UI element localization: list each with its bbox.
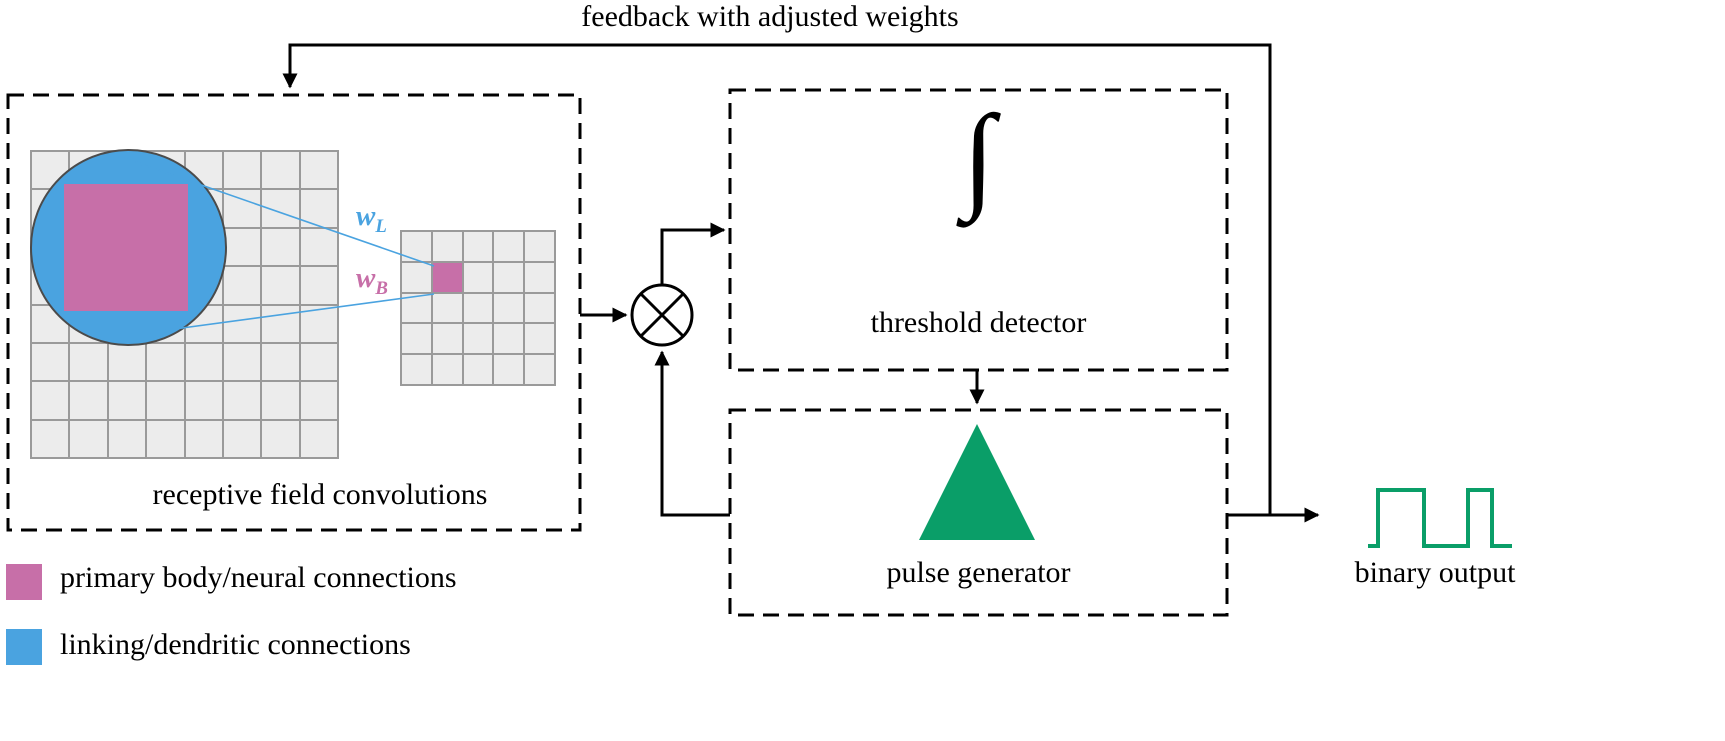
grid-cell xyxy=(70,420,107,457)
grid-cell xyxy=(262,190,299,227)
grid-cell xyxy=(262,228,299,266)
receptive-field-label: receptive field convolutions xyxy=(152,478,488,511)
grid-cell xyxy=(300,152,337,189)
grid-cell xyxy=(147,382,184,419)
grid-cell xyxy=(32,382,69,419)
grid-cell xyxy=(32,420,69,457)
grid-cell xyxy=(463,324,493,354)
grid-cell xyxy=(494,232,524,261)
grid-cell xyxy=(70,343,107,381)
grid-cell xyxy=(525,355,554,384)
grid-cell xyxy=(300,190,337,227)
grid-cell xyxy=(108,343,146,381)
square-wave-icon xyxy=(1368,488,1512,548)
grid-cell xyxy=(432,293,462,323)
grid-cell xyxy=(402,262,431,292)
pulse-triangle-icon xyxy=(919,424,1035,540)
grid-cell xyxy=(262,343,299,381)
weight-b-base: w xyxy=(356,262,376,294)
grid-cell xyxy=(525,232,554,261)
grid-cell xyxy=(108,382,146,419)
grid-cell xyxy=(432,324,462,354)
grid-cell xyxy=(223,190,261,227)
grid-cell xyxy=(432,262,462,292)
grid-cell xyxy=(402,355,431,384)
grid-cell xyxy=(432,232,462,261)
grid-cell xyxy=(494,262,524,292)
pulse-generator-label: pulse generator xyxy=(886,556,1071,589)
grid-cell xyxy=(300,267,337,304)
grid-cell xyxy=(402,293,431,323)
grid-cell xyxy=(108,420,146,457)
grid-cell xyxy=(525,262,554,292)
binary-output-label: binary output xyxy=(1354,556,1516,589)
primary-field-square xyxy=(64,184,188,311)
grid-cell xyxy=(262,267,299,304)
multiplier-to-threshold-arrow xyxy=(660,222,726,286)
grid-cell xyxy=(147,343,184,381)
multiplier-circle xyxy=(630,283,694,347)
grid-cell xyxy=(223,267,261,304)
grid-cell xyxy=(463,262,493,292)
grid-cell xyxy=(300,420,337,457)
grid-cell xyxy=(262,420,299,457)
grid-cell xyxy=(147,420,184,457)
weight-b-label: wB xyxy=(356,262,388,300)
feedback-label: feedback with adjusted weights xyxy=(581,0,959,33)
small-grid xyxy=(400,230,556,386)
legend-label-linking: linking/dendritic connections xyxy=(60,628,411,661)
grid-cell xyxy=(300,228,337,266)
grid-cell xyxy=(463,293,493,323)
multiplier-x-icon xyxy=(639,292,685,338)
grid-cell xyxy=(494,355,524,384)
grid-cell xyxy=(185,343,222,381)
grid-cell xyxy=(262,382,299,419)
grid-cell xyxy=(300,343,337,381)
grid-cell xyxy=(223,305,261,342)
grid-cell xyxy=(262,305,299,342)
weight-b-subscript: B xyxy=(375,277,388,299)
multiplier-x-icon xyxy=(639,292,685,338)
grid-cell xyxy=(300,305,337,342)
grid-cell xyxy=(262,152,299,189)
integral-symbol: ∫ xyxy=(962,91,995,222)
legend-swatch-primary xyxy=(6,564,42,600)
grid-cell xyxy=(223,343,261,381)
grid-cell xyxy=(300,382,337,419)
threshold-detector-label: threshold detector xyxy=(870,306,1087,339)
weight-l-base: w xyxy=(356,200,376,232)
grid-cell xyxy=(223,152,261,189)
grid-cell xyxy=(32,343,69,381)
grid-cell xyxy=(185,382,222,419)
grid-cell xyxy=(494,324,524,354)
multiplier-node xyxy=(630,283,694,347)
grid-cell xyxy=(463,355,493,384)
legend-swatch-linking xyxy=(6,629,42,665)
grid-cell xyxy=(70,382,107,419)
grid-cell xyxy=(223,420,261,457)
grid-cell xyxy=(463,232,493,261)
grid-cell xyxy=(494,293,524,323)
grid-cell xyxy=(402,232,431,261)
grid-cell xyxy=(185,420,222,457)
weight-l-subscript: L xyxy=(375,215,387,237)
grid-cell xyxy=(432,355,462,384)
grid-cell xyxy=(525,293,554,323)
grid-cell xyxy=(223,382,261,419)
weight-l-label: wL xyxy=(356,200,387,238)
pulse-to-multiplier-arrow xyxy=(654,350,730,517)
grid-cell xyxy=(402,324,431,354)
grid-cell xyxy=(223,228,261,266)
grid-cell xyxy=(525,324,554,354)
legend-label-primary: primary body/neural connections xyxy=(60,561,457,594)
